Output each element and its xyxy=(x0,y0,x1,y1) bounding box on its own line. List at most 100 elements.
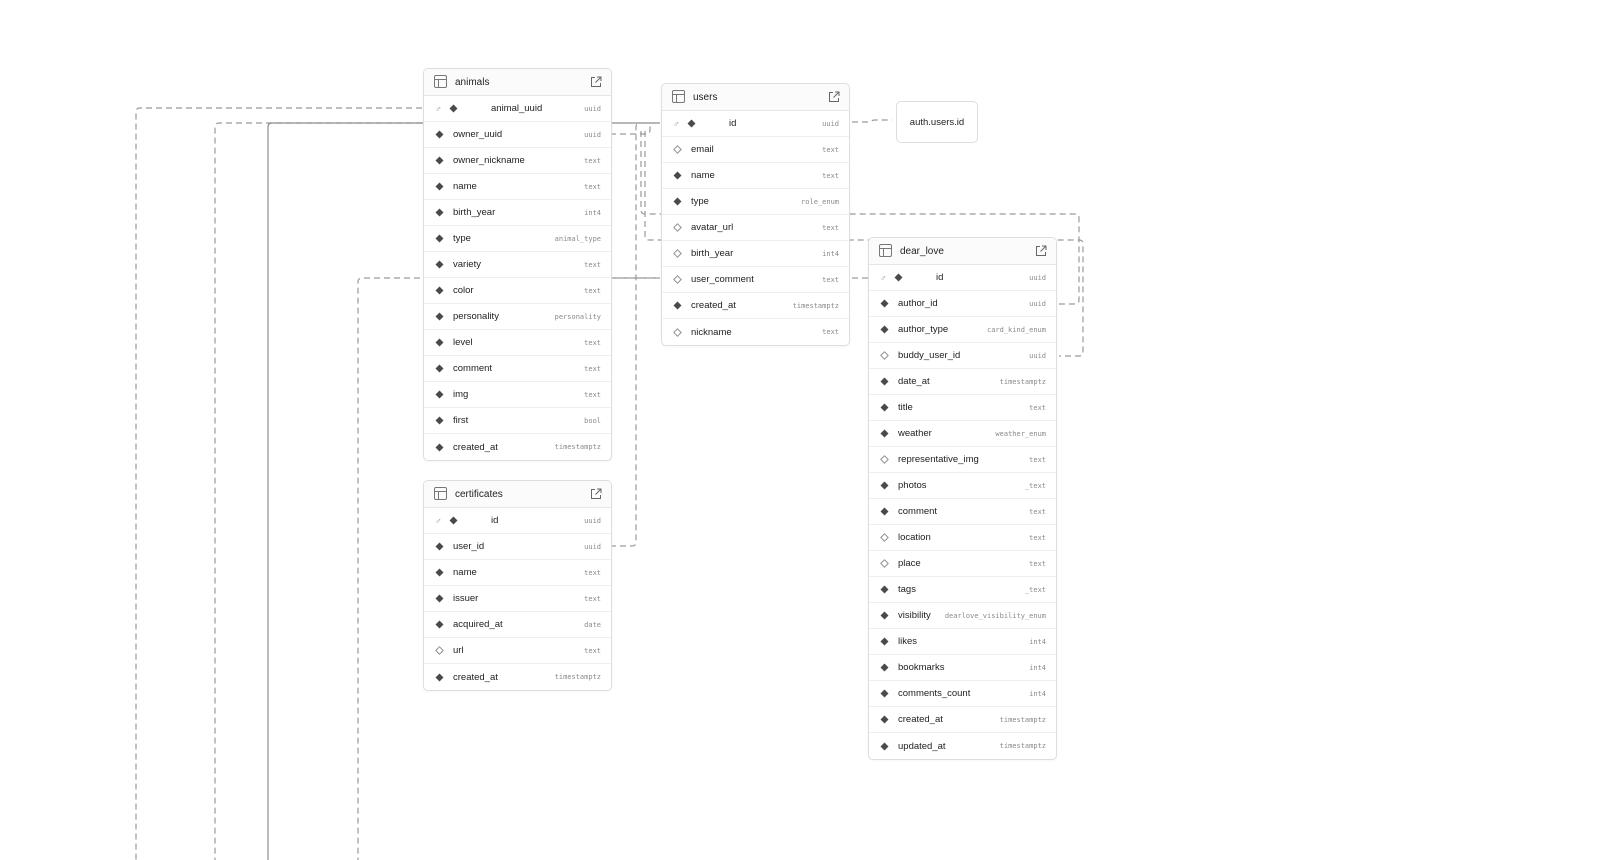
column-type: text xyxy=(584,260,601,269)
external-reference-node[interactable]: auth.users.id xyxy=(896,101,978,143)
column-row[interactable]: color text xyxy=(424,278,611,304)
column-name: acquired_at xyxy=(453,619,503,630)
filled-diamond-icon xyxy=(673,171,682,180)
column-name: type xyxy=(691,196,709,207)
column-name: nickname xyxy=(691,326,732,338)
column-row[interactable]: photos_text xyxy=(869,473,1056,499)
filled-diamond-icon xyxy=(880,585,889,594)
column-type: uuid xyxy=(822,119,839,128)
column-name: created_at xyxy=(898,714,943,725)
external-link-icon[interactable] xyxy=(828,91,841,104)
hollow-diamond-icon xyxy=(673,327,682,337)
column-type: text xyxy=(822,223,839,232)
column-type: text xyxy=(822,145,839,154)
filled-diamond-icon xyxy=(435,338,444,347)
column-type: text xyxy=(584,286,601,295)
filled-diamond-icon xyxy=(435,364,444,373)
column-name: issuer xyxy=(453,593,479,604)
external-reference-label: auth.users.id xyxy=(909,116,965,128)
column-name: created_at xyxy=(691,300,736,311)
column-name: id xyxy=(729,118,737,129)
column-name: user_id xyxy=(453,541,485,552)
column-type: text xyxy=(584,338,601,347)
filled-diamond-icon xyxy=(880,429,889,438)
column-name: comment xyxy=(898,506,938,517)
column-name: color xyxy=(453,285,474,296)
external-link-icon[interactable] xyxy=(1035,245,1048,258)
column-type: text xyxy=(822,275,839,284)
column-type: text xyxy=(584,390,601,399)
table-header: certificates xyxy=(424,481,611,508)
filled-diamond-icon xyxy=(435,182,444,191)
filled-diamond-icon xyxy=(435,594,444,603)
filled-diamond-icon xyxy=(880,507,889,516)
column-name: name xyxy=(453,181,477,192)
column-row[interactable]: likes int4 xyxy=(869,629,1056,655)
column-type: timestamptz xyxy=(554,673,601,681)
column-row[interactable]: tags_text xyxy=(869,577,1056,603)
external-link-icon[interactable] xyxy=(590,488,603,501)
column-type: int4 xyxy=(1029,637,1046,646)
column-name: created_at xyxy=(453,441,498,453)
column-type: uuid xyxy=(584,130,601,139)
filled-diamond-icon xyxy=(880,689,889,698)
relation-edge xyxy=(214,122,422,860)
column-name: birth_year xyxy=(691,248,734,259)
column-type: bool xyxy=(584,416,601,425)
external-link-icon[interactable] xyxy=(590,76,603,89)
column-name: likes xyxy=(898,636,918,647)
column-type: animal_type xyxy=(554,234,601,243)
hollow-diamond-icon xyxy=(673,223,682,232)
filled-diamond-icon xyxy=(435,673,444,682)
